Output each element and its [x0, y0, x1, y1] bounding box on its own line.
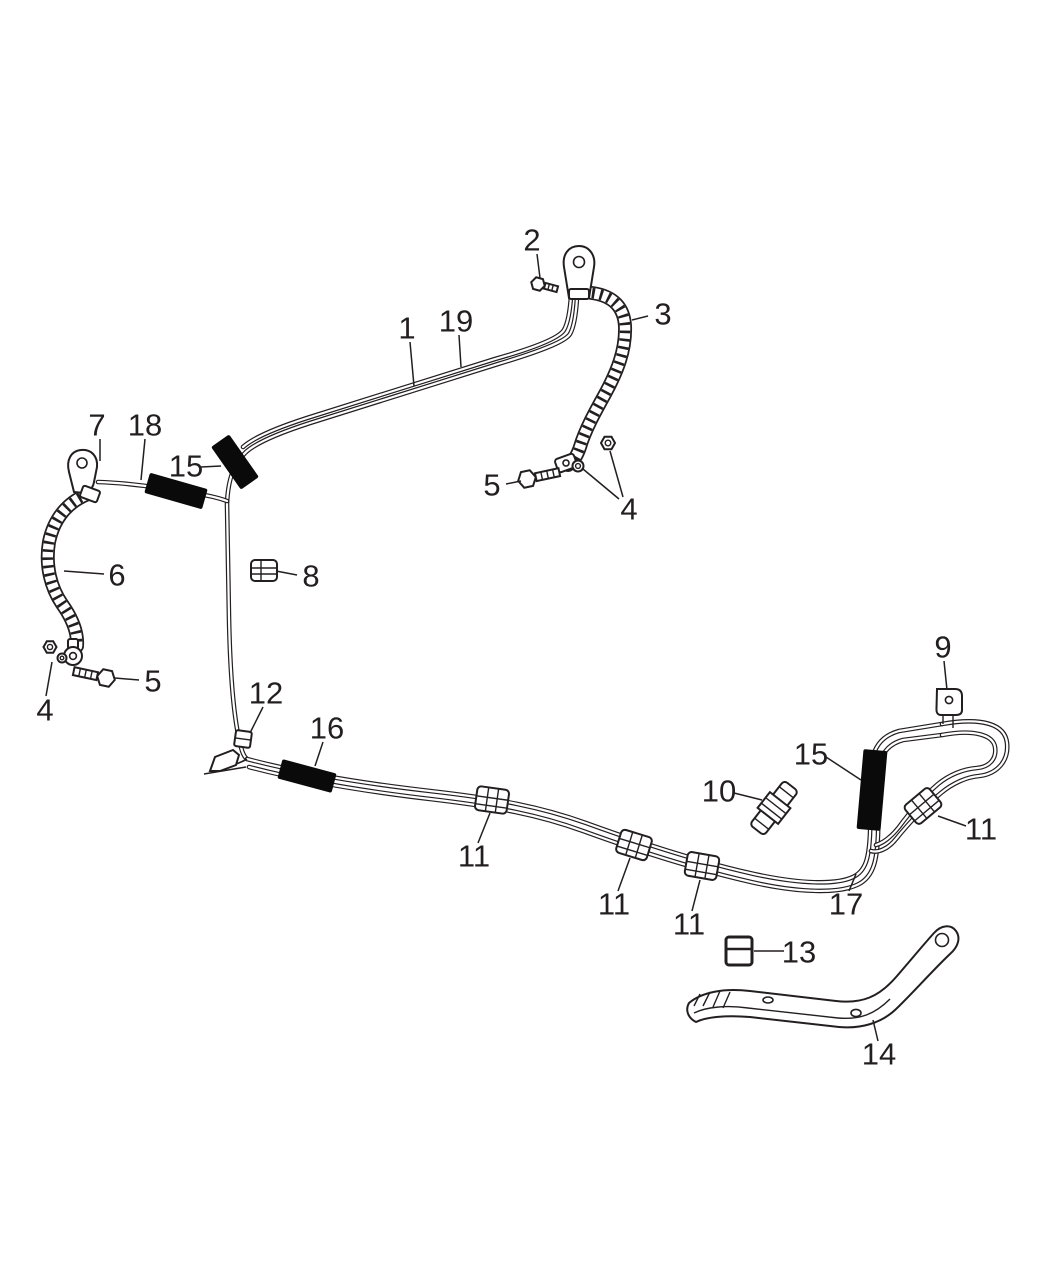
banjo-fitting-3 — [554, 452, 578, 474]
callout-15-rear: 15 — [793, 736, 829, 772]
callout-4-right: 4 — [620, 491, 638, 527]
leader-10 — [733, 792, 763, 801]
leader-4-right — [582, 468, 620, 500]
clip-11-b — [615, 828, 653, 862]
washer-4-right — [571, 459, 585, 473]
leader-4-left — [45, 661, 53, 697]
sleeve-15-front — [211, 435, 259, 489]
leader-2 — [536, 253, 541, 279]
clip-8 — [250, 559, 278, 582]
callout-16: 16 — [309, 710, 345, 746]
clip-11-a — [474, 785, 510, 815]
bolt-5-left — [71, 666, 116, 688]
leader-11-c — [691, 879, 701, 912]
leader-1 — [409, 341, 415, 387]
leader-8 — [275, 570, 298, 576]
callout-11-c: 11 — [672, 906, 706, 942]
banjo-fitting-6 — [63, 638, 83, 666]
foot-bracket — [203, 748, 247, 775]
callout-10: 10 — [701, 773, 737, 809]
nut-4-right — [599, 435, 617, 451]
callout-19: 19 — [438, 303, 474, 339]
leader-11-a — [477, 812, 491, 844]
leader-14 — [872, 1019, 879, 1042]
bolt-2 — [530, 276, 560, 294]
callout-13: 13 — [781, 934, 817, 970]
brake-hose-6 — [48, 494, 88, 646]
callout-15-front: 15 — [168, 448, 204, 484]
leader-9 — [943, 660, 948, 691]
sleeve-15-rear — [856, 749, 888, 831]
callout-2: 2 — [523, 222, 541, 258]
bracket-14 — [686, 925, 960, 1029]
leader-12 — [249, 706, 264, 734]
leader-lines — [45, 253, 967, 1042]
callout-14: 14 — [861, 1036, 897, 1072]
callout-9: 9 — [934, 629, 952, 665]
callout-8: 8 — [302, 558, 320, 594]
callout-5-left: 5 — [144, 663, 162, 699]
clip-13 — [724, 935, 754, 967]
leader-6 — [63, 570, 105, 575]
junction-12 — [233, 729, 253, 749]
callout-6: 6 — [108, 557, 126, 593]
callout-11-b: 11 — [597, 886, 631, 922]
rear-tube-upper — [247, 724, 942, 882]
washer-4-left — [56, 652, 68, 664]
callout-11-a: 11 — [457, 838, 491, 874]
sleeve-16 — [277, 759, 337, 793]
callout-4-left: 4 — [36, 692, 54, 728]
clip-11-d — [903, 787, 943, 825]
bracket-top — [562, 244, 596, 300]
leader-4-right — [609, 450, 624, 498]
leader-5-right — [505, 480, 522, 485]
callout-17: 17 — [828, 886, 864, 922]
callout-3: 3 — [654, 296, 672, 332]
callout-11-d: 11 — [964, 811, 998, 847]
sleeve-15-mid — [144, 473, 208, 509]
callout-5-right: 5 — [483, 467, 501, 503]
leader-11-d — [937, 815, 967, 827]
callout-18: 18 — [127, 407, 163, 443]
leader-15-rear — [825, 756, 862, 781]
nut-4-left — [42, 640, 58, 654]
leader-11-b — [617, 857, 631, 892]
leader-19 — [458, 334, 462, 368]
leader-16 — [314, 741, 324, 767]
leader-15-front — [200, 465, 222, 468]
connector-9 — [935, 688, 963, 728]
callout-7: 7 — [88, 407, 106, 443]
rear-tube-lower — [249, 735, 942, 891]
leader-5-left — [114, 677, 140, 681]
bolt-5-right — [517, 467, 562, 489]
callout-1: 1 — [398, 310, 416, 346]
leader-17 — [848, 873, 857, 892]
valve-10 — [750, 781, 798, 835]
callout-12: 12 — [248, 675, 284, 711]
leader-3 — [631, 315, 649, 321]
hose-6-crimp — [79, 484, 101, 504]
clip-11-c — [683, 851, 721, 881]
leader-18 — [140, 438, 146, 481]
